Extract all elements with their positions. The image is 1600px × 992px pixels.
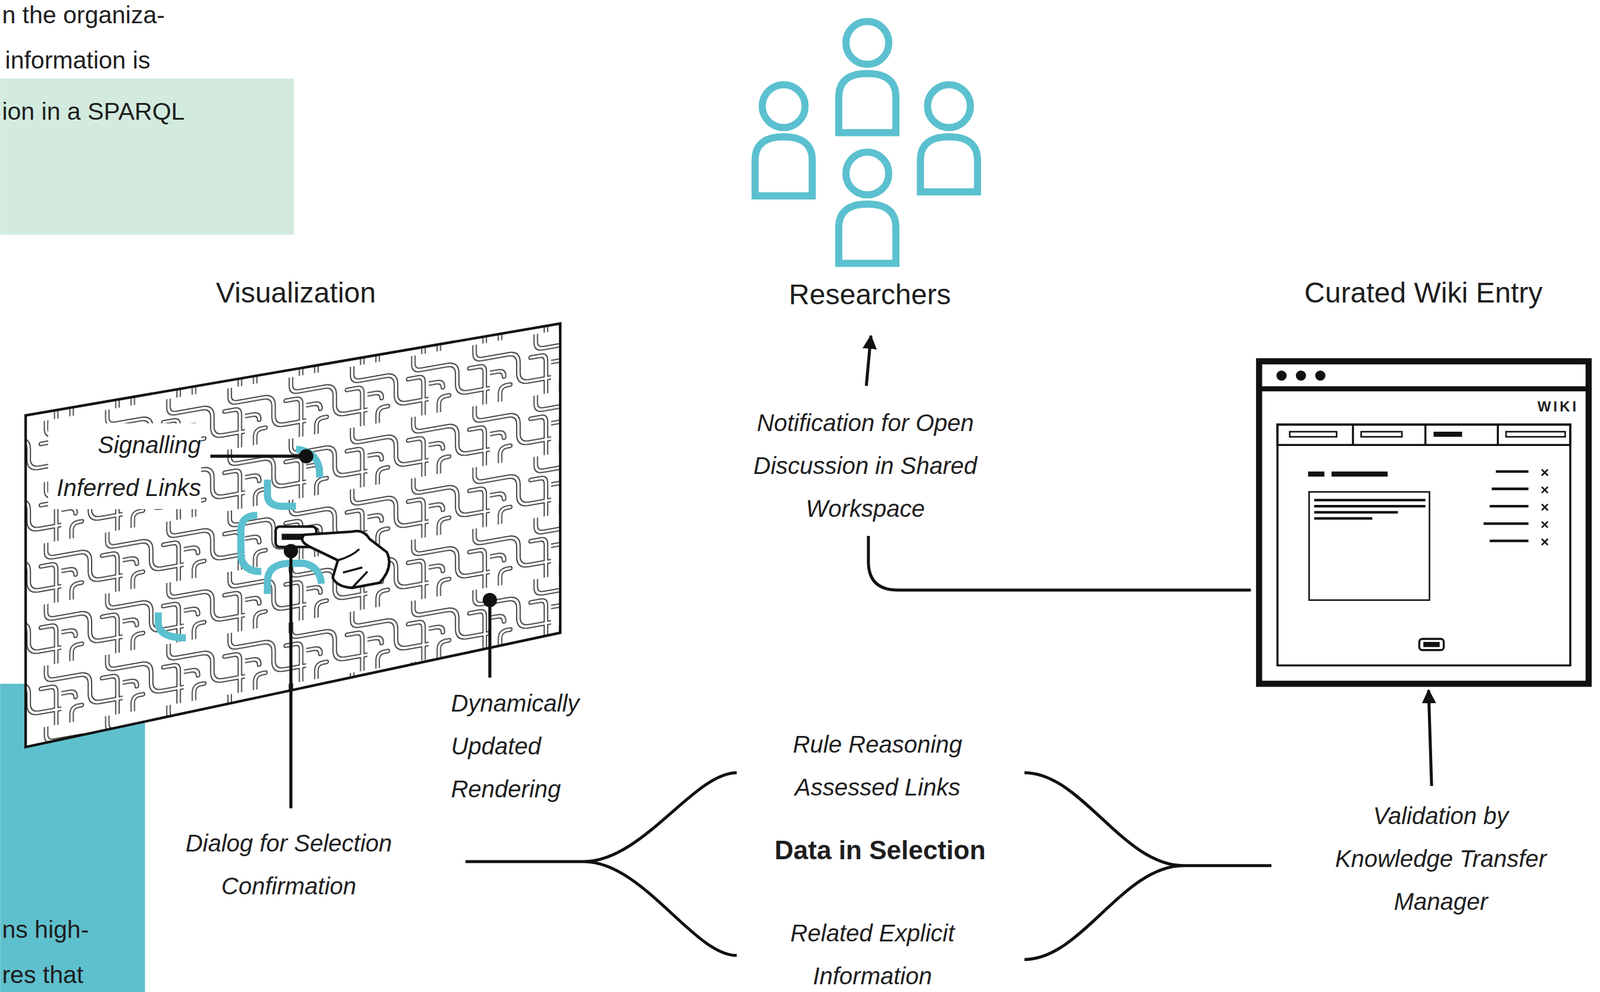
- cropped-text: res that: [1, 961, 84, 988]
- node-title: Data in Selection: [748, 834, 1013, 866]
- cropped-text: ion in a SPARQL: [1, 98, 185, 125]
- branch-label: Related Explicit Information: [744, 911, 1000, 992]
- researcher-icons: [755, 21, 978, 264]
- researchers-node: Researchers: [742, 10, 998, 329]
- cropped-text: n the organiza-: [1, 1, 165, 28]
- green-panel: [0, 78, 295, 235]
- cropped-text: ns high-: [1, 916, 89, 943]
- data-selection-node: Data in Selection: [748, 834, 1013, 886]
- cropped-text: information is: [5, 47, 151, 74]
- wiki-node: Curated Wiki EntryWIKI: [1245, 267, 1600, 689]
- branch-label: Rule Reasoning Assessed Links: [750, 722, 1006, 809]
- edge-label: Dialog for Selection Confirmation: [120, 821, 458, 908]
- node-title: Researchers: [742, 277, 998, 312]
- visualization-node: Visualization: [13, 267, 579, 755]
- callout-label: Dynamically Updated Rendering: [451, 681, 646, 811]
- wiki-browser: [1258, 361, 1589, 684]
- edge-label: Validation by Knowledge Transfer Manager: [1313, 794, 1569, 923]
- node-title: Visualization: [13, 275, 579, 311]
- edge-label: Notification for Open Discussion in Shar…: [697, 401, 1034, 530]
- connector: [1024, 689, 1432, 959]
- node-title: Curated Wiki Entry: [1245, 275, 1600, 311]
- wiki-logo: WIKI: [1537, 398, 1579, 415]
- visualization-panel: [0, 305, 592, 808]
- callout-label: Signalling Inferred Links: [48, 423, 202, 509]
